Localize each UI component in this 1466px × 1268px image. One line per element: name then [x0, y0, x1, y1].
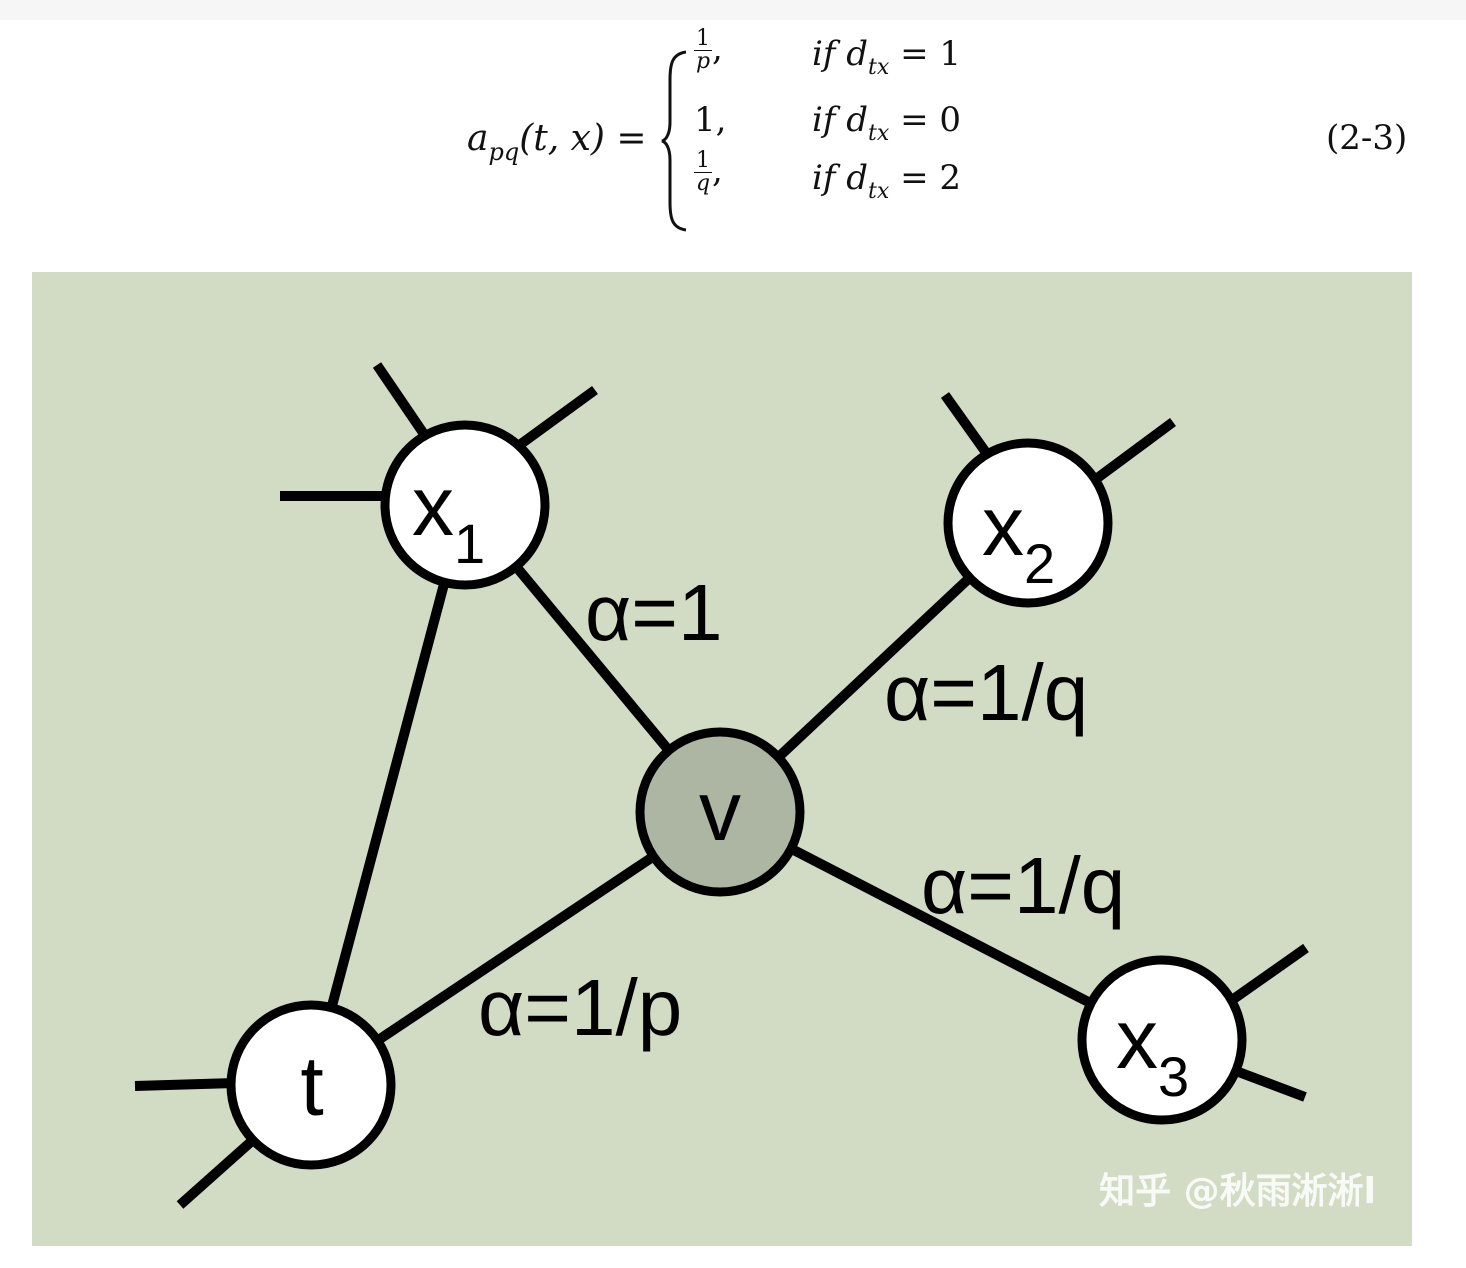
stub-x2-right: [1089, 417, 1176, 487]
edge-label-v-t: α=1/p: [478, 963, 682, 1052]
node-v-label: v: [699, 764, 741, 858]
node-x3-circle: [1077, 955, 1247, 1125]
stub-x1-right: [507, 385, 598, 457]
case-2-value: 1,: [694, 100, 727, 140]
case-2-sub: tx: [868, 121, 890, 146]
lhs-symbol: a: [467, 118, 489, 159]
case-1-numerator: 1: [694, 26, 712, 51]
node-x3-label: x3: [1116, 992, 1189, 1108]
node-x2-label: x2: [982, 479, 1055, 595]
case-1-if: if: [812, 34, 836, 74]
stub-x3-right: [1226, 1063, 1307, 1102]
case-1-condition: if dtx = 1: [812, 34, 961, 80]
watermark: 知乎 @秋雨淅淅l: [1099, 1171, 1376, 1212]
node-labels: x1 x2 x3 v t: [300, 459, 1189, 1133]
stub-x3-top: [1222, 943, 1309, 1010]
edge-label-v-x2: α=1/q: [884, 648, 1088, 737]
case-3-if: if: [812, 158, 836, 198]
node-t-label: t: [300, 1039, 323, 1133]
case-2-rhs: = 0: [900, 100, 962, 140]
case-3-denominator: q: [695, 171, 711, 196]
stub-x2-top: [940, 392, 997, 464]
case-3-var: d: [846, 158, 869, 198]
nodes: [226, 420, 1247, 1170]
case-1-rhs: = 1: [900, 34, 962, 74]
case-1-var: d: [846, 34, 869, 74]
node-t-circle: [226, 1000, 396, 1170]
case-2-var: d: [846, 100, 869, 140]
stub-t-bottom: [176, 1136, 257, 1209]
stub-t-left: [134, 1078, 236, 1091]
lhs-args: (t, x) =: [519, 118, 647, 159]
stub-x1-top: [372, 362, 433, 443]
node-v-circle: [635, 727, 805, 897]
node-x2-circle: [943, 438, 1113, 608]
case-3-rhs: = 2: [900, 158, 962, 198]
case-2-condition: if dtx = 0: [812, 100, 961, 146]
random-walk-diagram: x1 x2 x3 v t α=1 α=1/q α=1/q α=1/p 知乎 @秋…: [32, 272, 1412, 1246]
equation-number: (2-3): [1326, 118, 1408, 158]
left-brace: [661, 50, 687, 232]
edge-label-v-x3: α=1/q: [921, 841, 1125, 930]
top-bar: [0, 0, 1466, 20]
case-3-numerator: 1: [694, 148, 712, 173]
node-x1-label: x1: [412, 459, 485, 575]
node-x1-circle: [380, 420, 550, 590]
edge-labels: α=1 α=1/q α=1/q α=1/p: [478, 568, 1125, 1052]
lhs-subscript: pq: [488, 138, 520, 166]
case-1-sub: tx: [868, 55, 890, 80]
case-2-if: if: [812, 100, 836, 140]
edge-t-x1: [306, 503, 470, 1087]
formula-lhs: apq(t, x) =: [467, 118, 647, 166]
case-1-denominator: p: [695, 49, 711, 74]
edge-label-v-x1: α=1: [585, 568, 722, 657]
case-3-condition: if dtx = 2: [812, 158, 961, 204]
case-3-sub: tx: [868, 179, 890, 204]
